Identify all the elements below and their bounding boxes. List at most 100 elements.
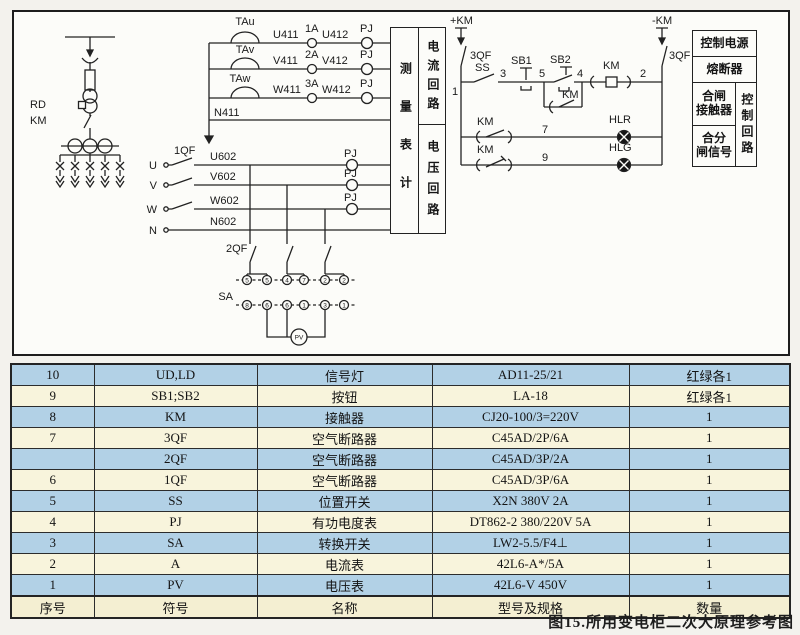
circuit-svg: RD KM TAu TAv TAw U411 1A U412 PJ V411 2… — [30, 15, 691, 346]
figure-caption: 图15.所用变电柜二次大原理参考图 — [548, 615, 794, 631]
node-9: 9 — [542, 152, 548, 164]
pv-voltmeter — [266, 309, 326, 346]
cell-name: 转换开关 — [256, 532, 433, 554]
sa-r2-c5: 3 — [323, 303, 327, 310]
sa-r2-c6: 1 — [342, 303, 346, 310]
cell-qty: 红绿各1 — [628, 385, 791, 407]
cell-no — [10, 448, 95, 470]
sa-r1-c4: 7 — [302, 278, 306, 285]
cell-qty: 1 — [628, 406, 791, 428]
feeder-drops — [55, 155, 125, 189]
header-model: 型号及规格 — [431, 595, 630, 619]
pv-meter-label: PV — [295, 335, 304, 342]
wire-w412: W412 — [322, 84, 351, 96]
hlr-label: HLR — [609, 114, 631, 126]
header-no: 序号 — [10, 595, 95, 619]
closing-contactor-line2: 接触器 — [695, 103, 732, 117]
hlg-label: HLG — [609, 142, 632, 154]
table-row: 10 UD,LD 信号灯 AD11-25/21 红绿各1 — [10, 363, 791, 386]
km-selfhold-label: KM — [562, 89, 579, 101]
km-contact2-label: KM — [477, 116, 494, 128]
terminal-1a: 1A — [305, 23, 319, 35]
pj-label-3: PJ — [360, 78, 373, 90]
cell-name: 接触器 — [256, 406, 433, 428]
sa-r1-c2: 5 — [265, 278, 269, 285]
table-row: 1 PV 电压表 42L6-V 450V 1 — [10, 574, 791, 597]
wire-u412: U412 — [322, 29, 348, 41]
tav-label: TAv — [236, 44, 255, 56]
selector-switch-sa — [236, 274, 355, 311]
meter-box: 测量表计 电流回路 电压回路 — [390, 27, 446, 234]
control-legend-box: 控制电源 熔断器 合闸 接触器 合分 闸信号 控制回路 — [692, 30, 757, 167]
cell-qty: 1 — [628, 427, 791, 449]
km-contact3-label: KM — [477, 144, 494, 156]
qf2-label: 2QF — [226, 243, 248, 255]
cell-symbol: PJ — [93, 511, 258, 533]
legend-control-power: 控制电源 — [693, 31, 756, 57]
table-row: 3 SA 转换开关 LW2-5.5/F4⊥ 1 — [10, 532, 791, 554]
wire-n602: N602 — [210, 216, 236, 228]
current-transformer-circuit — [203, 31, 390, 145]
km-feeder-label: KM — [30, 115, 47, 127]
phase-w: W — [147, 204, 158, 216]
cell-qty: 1 — [628, 511, 791, 533]
plus-km-label: +KM — [450, 15, 473, 27]
cell-model: C45AD/3P/2A — [431, 448, 630, 470]
node-3: 3 — [500, 68, 506, 80]
tau-label: TAu — [235, 16, 254, 28]
sa-r2-c3: 6 — [285, 303, 289, 310]
sb2-label: SB2 — [550, 54, 571, 66]
switch-signal-line2: 闸信号 — [695, 145, 732, 159]
meter-box-measure: 测量表计 — [391, 28, 419, 233]
cell-model: CJ20-100/3=220V — [431, 406, 630, 428]
legend-control-loop: 控制回路 — [739, 92, 754, 157]
sa-label: SA — [218, 291, 233, 303]
phase-u: U — [149, 160, 157, 172]
cell-model: LA-18 — [431, 385, 630, 407]
cell-name: 按钮 — [256, 385, 433, 407]
cell-no: 5 — [10, 490, 95, 512]
table-row: 6 1QF 空气断路器 C45AD/3P/6A 1 — [10, 469, 791, 491]
sa-r2-c1: 8 — [245, 303, 249, 310]
table-row: 8 KM 接触器 CJ20-100/3=220V 1 — [10, 406, 791, 428]
cell-qty: 1 — [628, 448, 791, 470]
cell-no: 4 — [10, 511, 95, 533]
phase-v: V — [150, 180, 158, 192]
cell-no: 9 — [10, 385, 95, 407]
minus-km-label: -KM — [652, 15, 672, 27]
cell-symbol: 3QF — [93, 427, 258, 449]
cell-symbol: PV — [93, 574, 258, 597]
wire-u602: U602 — [210, 151, 236, 163]
cell-name: 空气断路器 — [256, 427, 433, 449]
qf1-label: 1QF — [174, 145, 196, 157]
cell-name: 信号灯 — [256, 363, 433, 386]
sa-r1-c6: 2 — [342, 278, 346, 285]
cell-model: 42L6-A*/5A — [431, 553, 630, 575]
table-row: 2 A 电流表 42L6-A*/5A 1 — [10, 553, 791, 575]
header-name: 名称 — [256, 595, 433, 619]
wire-v412: V412 — [322, 55, 348, 67]
legend-switch-signal: 合分 闸信号 — [693, 126, 735, 166]
node-1: 1 — [452, 86, 458, 98]
cell-symbol: A — [93, 553, 258, 575]
wire-v602: V602 — [210, 171, 236, 183]
ss-label: SS — [475, 62, 490, 74]
schematic-panel: RD KM TAu TAv TAw U411 1A U412 PJ V411 2… — [12, 10, 790, 356]
cell-qty: 1 — [628, 574, 791, 597]
wire-w602: W602 — [210, 195, 239, 207]
cell-no: 3 — [10, 532, 95, 554]
voltage-circuit — [163, 157, 390, 276]
node-2: 2 — [640, 68, 646, 80]
cell-name: 位置开关 — [256, 490, 433, 512]
cell-model: C45AD/3P/6A — [431, 469, 630, 491]
table-row: 2QF 空气断路器 C45AD/3P/2A 1 — [10, 448, 791, 470]
pj-label-6: PJ — [344, 192, 357, 204]
sa-r2-c2: 6 — [265, 303, 269, 310]
wire-u411: U411 — [273, 29, 298, 41]
meter-box-current-loop: 电流回路 — [419, 28, 445, 125]
phase-n: N — [149, 225, 157, 237]
pj-label-1: PJ — [360, 23, 373, 35]
cell-qty: 1 — [628, 532, 791, 554]
diagram-text-labels: RD KM TAu TAv TAw U411 1A U412 PJ V411 2… — [30, 15, 691, 342]
cell-qty: 1 — [628, 553, 791, 575]
